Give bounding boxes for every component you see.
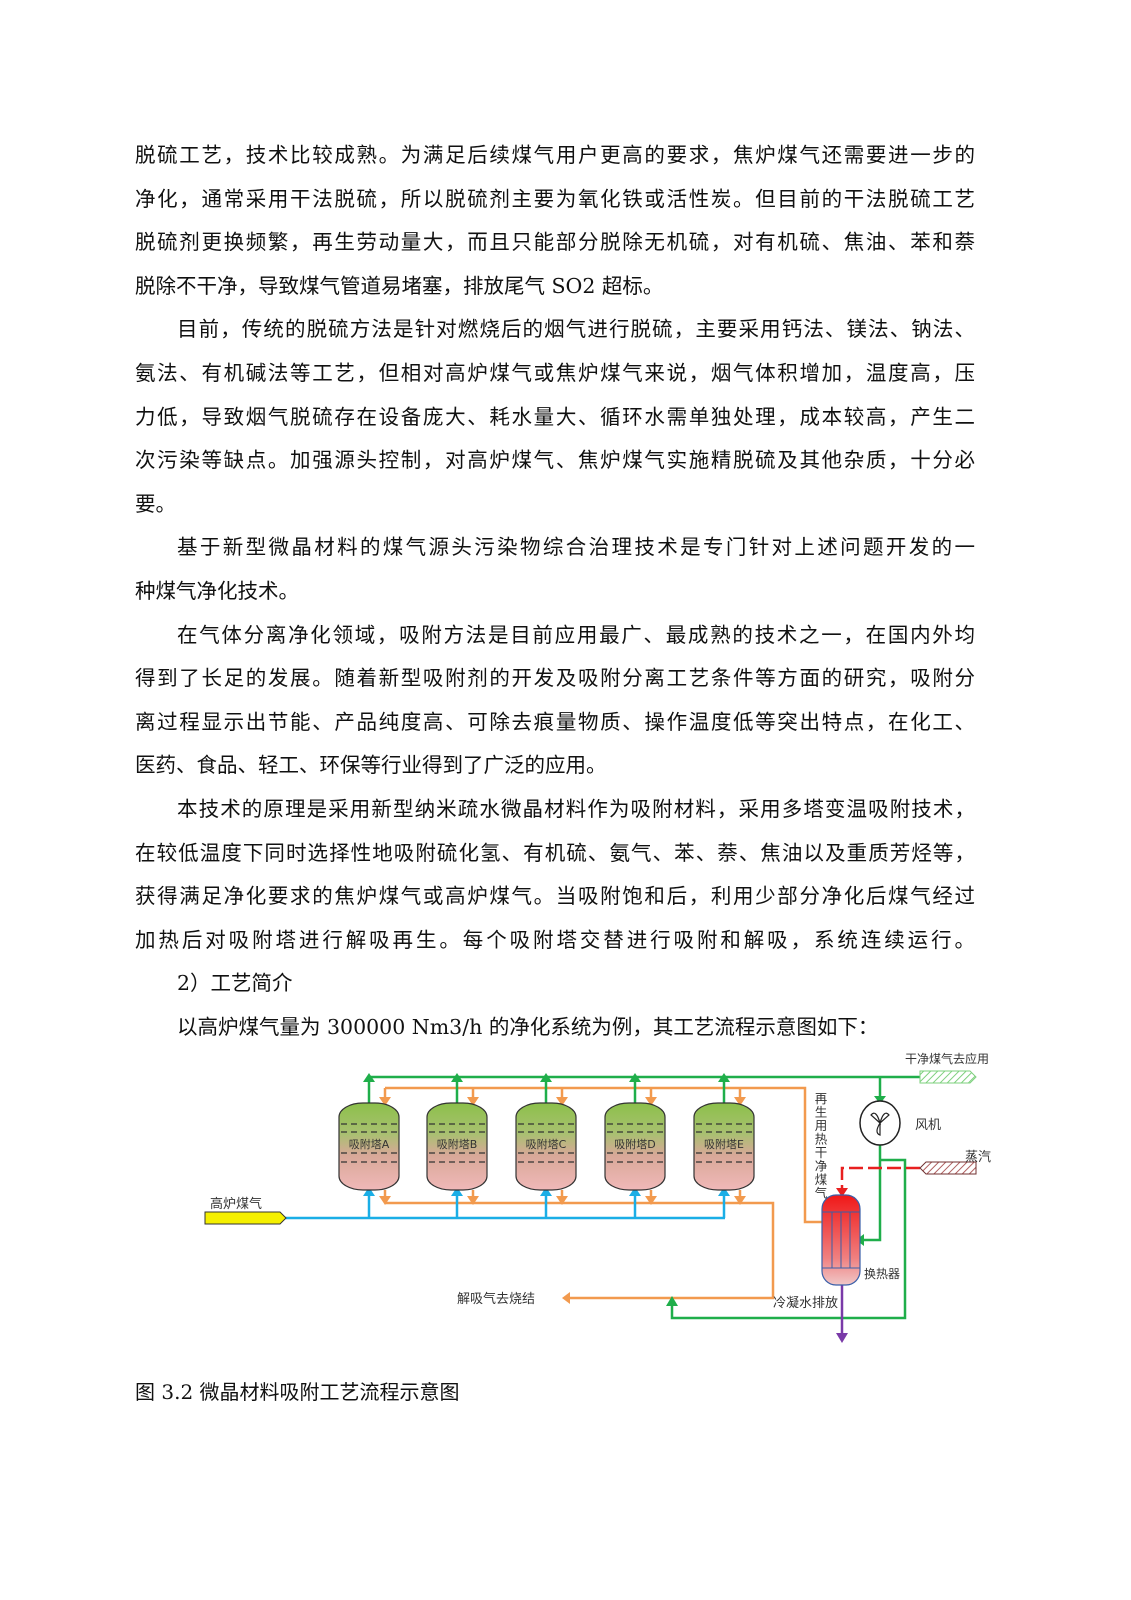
text-line: 脱硫工艺，技术比较成熟。为满足后续煤气用户更高的要求，焦炉煤气还需要进一步的 bbox=[135, 143, 975, 167]
text-line: 氨法、有机碱法等工艺，但相对高炉煤气或焦炉煤气来说，烟气体积增加，温度高，压 bbox=[135, 361, 975, 385]
tower-label: 吸附塔C bbox=[526, 1137, 567, 1151]
text-line: 净化，通常采用干法脱硫，所以脱硫剂主要为氧化铁或活性炭。但目前的干法脱硫工艺 bbox=[135, 186, 975, 211]
tower-label: 吸附塔E bbox=[704, 1137, 744, 1151]
text-line: 力低，导致烟气脱硫存在设备庞大、耗水量大、循环水需单独处理，成本较高，产生二 bbox=[135, 404, 975, 429]
fan-out-pipe bbox=[864, 1145, 882, 1242]
tower-label: 吸附塔B bbox=[437, 1137, 478, 1151]
text-line: 目前，传统的脱硫方法是针对燃烧后的烟气进行脱硫，主要采用钙法、镁法、钠法、 bbox=[177, 317, 975, 342]
clean-gas-label: 干净煤气去应用 bbox=[905, 1051, 989, 1066]
heat-exchanger bbox=[821, 1194, 861, 1286]
fan-label: 风机 bbox=[915, 1118, 941, 1133]
text-line: 次污染等缺点。加强源头控制，对高炉煤气、焦炉煤气实施精脱硫及其他杂质，十分必 bbox=[135, 448, 975, 473]
bypass-pipe bbox=[670, 1158, 907, 1320]
text-line: 以高炉煤气量为 300000 Nm3/h 的净化系统为例，其工艺流程示意图如下： bbox=[177, 1015, 879, 1039]
arrowheads bbox=[562, 1096, 886, 1343]
text-line: 医药、食品、轻工、环保等行业得到了广泛的应用。 bbox=[135, 753, 607, 778]
heat-exchanger-label: 换热器 bbox=[864, 1267, 900, 1281]
text-line: 种煤气净化技术。 bbox=[135, 579, 299, 603]
adsorption-tower: 吸附塔A bbox=[338, 1073, 400, 1218]
figure-caption: 图 3.2 微晶材料吸附工艺流程示意图 bbox=[135, 1380, 460, 1404]
regen-header bbox=[385, 1086, 822, 1224]
text-line: 加热后对吸附塔进行解吸再生。每个吸附塔交替进行吸附和解吸，系统连续运行。 bbox=[135, 927, 975, 952]
text-line: 获得满足净化要求的焦炉煤气或高炉煤气。当吸附饱和后，利用少部分净化后煤气经过 bbox=[135, 884, 975, 909]
adsorption-tower: 吸附塔D bbox=[604, 1073, 666, 1218]
desorption-gas-label: 解吸气去烧结 bbox=[457, 1291, 535, 1307]
text-line: 在较低温度下同时选择性地吸附硫化氢、有机硫、氨气、苯、萘、焦油以及重质芳烃等， bbox=[135, 840, 975, 865]
blast-furnace-gas-label: 高炉煤气 bbox=[210, 1196, 262, 1212]
text-line: 脱除不干净，导致煤气管道易堵塞，排放尾气 SO2 超标。 bbox=[135, 273, 664, 298]
steam-label: 蒸汽 bbox=[965, 1150, 991, 1165]
fan bbox=[859, 1100, 901, 1146]
text-line: 要。 bbox=[135, 491, 176, 516]
text-line: 基于新型微晶材料的煤气源头污染物综合治理技术是专门针对上述问题开发的一 bbox=[177, 535, 975, 560]
steam-pipe bbox=[840, 1166, 920, 1190]
regen-gas-label: 再生用热干净煤气 bbox=[813, 1092, 828, 1200]
blast-furnace-gas-inlet-arrow bbox=[204, 1211, 287, 1225]
text-line: 2）工艺简介 bbox=[177, 971, 293, 996]
condensate-label: 冷凝水排放 bbox=[773, 1295, 838, 1311]
tower-label: 吸附塔D bbox=[614, 1137, 655, 1151]
text-line: 离过程显示出节能、产品纯度高、可除去痕量物质、操作温度低等突出特点，在化工、 bbox=[135, 709, 975, 734]
text-line: 在气体分离净化领域，吸附方法是目前应用最广、最成熟的技术之一，在国内外均 bbox=[177, 622, 975, 647]
clean-gas-outlet-arrow bbox=[919, 1070, 977, 1084]
text-line: 本技术的原理是采用新型纳米疏水微晶材料作为吸附材料，采用多塔变温吸附技术， bbox=[177, 797, 975, 821]
text-line: 得到了长足的发展。随着新型吸附剂的开发及吸附分离工艺条件等方面的研究，吸附分 bbox=[135, 666, 975, 691]
tower-label: 吸附塔A bbox=[349, 1137, 390, 1151]
steam-inlet-arrow bbox=[919, 1161, 977, 1175]
adsorption-tower: 吸附塔C bbox=[515, 1073, 577, 1218]
adsorption-tower: 吸附塔E bbox=[693, 1073, 755, 1218]
adsorption-tower: 吸附塔B bbox=[426, 1073, 488, 1218]
text-line: 脱硫剂更换频繁，再生劳动量大，而且只能部分脱除无机硫，对有机硫、焦油、苯和萘 bbox=[135, 230, 975, 255]
